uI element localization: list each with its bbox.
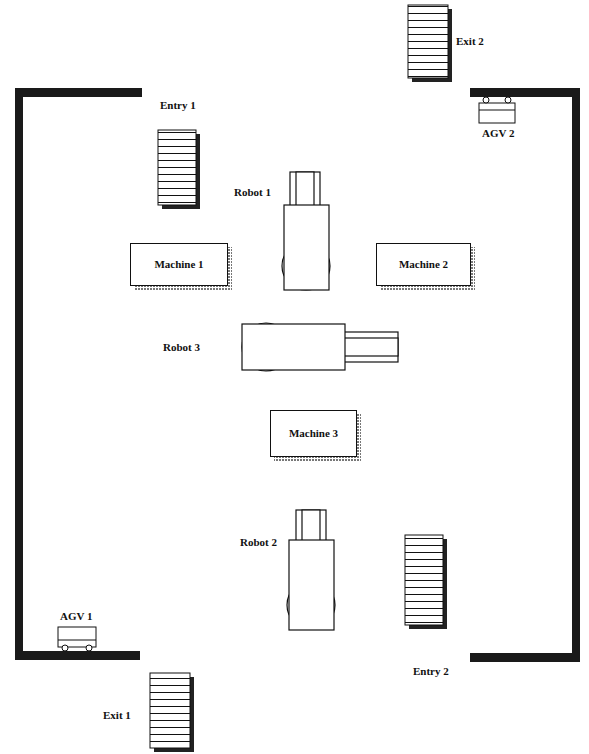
machine-box: Machine 2 — [376, 243, 471, 286]
station-label: AGV 1 — [60, 610, 93, 622]
station-label: Entry 1 — [160, 99, 196, 111]
cell-wall — [15, 88, 580, 662]
robot — [242, 323, 398, 371]
machine-box: Machine 1 — [130, 243, 228, 286]
station-label: Robot 3 — [163, 341, 200, 353]
machine-label: Machine 3 — [289, 427, 338, 439]
part-stack — [408, 5, 452, 82]
station-label: Exit 2 — [456, 35, 484, 47]
machine-label: Machine 2 — [399, 258, 448, 270]
station-label: Entry 2 — [413, 665, 449, 677]
station-label: Exit 1 — [103, 709, 131, 721]
robot — [282, 172, 330, 290]
station-label: Robot 2 — [240, 536, 277, 548]
part-stack — [405, 535, 447, 629]
machine-box: Machine 3 — [270, 410, 357, 457]
part-stack — [150, 673, 194, 752]
robot — [287, 510, 335, 630]
station-label: Robot 1 — [234, 186, 271, 198]
agv-vehicle — [479, 97, 515, 123]
agv-vehicle — [58, 627, 96, 651]
part-stack — [158, 130, 200, 209]
machine-label: Machine 1 — [154, 258, 203, 270]
station-label: AGV 2 — [482, 127, 515, 139]
